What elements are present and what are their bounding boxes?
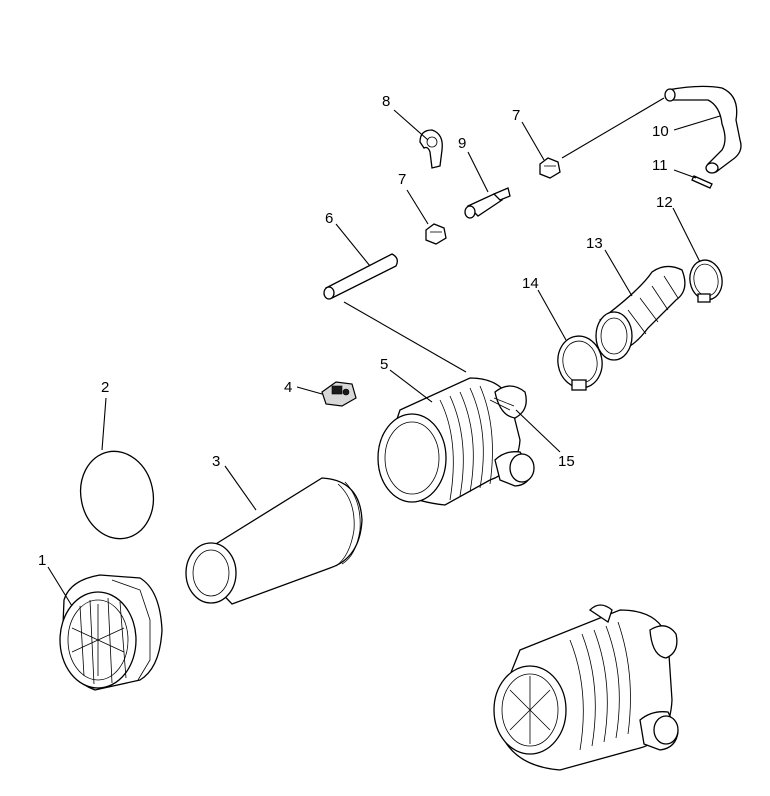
part-5-housing[interactable] bbox=[377, 377, 535, 506]
part-11-pin[interactable] bbox=[691, 175, 713, 189]
callout-11: 11 bbox=[652, 157, 668, 174]
part-14-clamp[interactable] bbox=[554, 333, 606, 392]
part-4-sensor[interactable] bbox=[321, 381, 357, 407]
callout-6: 6 bbox=[325, 210, 333, 227]
part-7-clip-lower[interactable] bbox=[425, 223, 447, 245]
part-7-clip-upper[interactable] bbox=[539, 157, 561, 179]
callout-10: 10 bbox=[652, 123, 669, 140]
part-13-inlet-hose[interactable] bbox=[595, 265, 686, 361]
part-1-end-cover[interactable] bbox=[59, 574, 163, 691]
callout-7-lower: 7 bbox=[398, 171, 406, 188]
callout-14: 14 bbox=[522, 275, 539, 292]
part-10-bent-hose[interactable] bbox=[664, 85, 742, 174]
callout-4: 4 bbox=[284, 379, 292, 396]
part-15-band[interactable] bbox=[489, 397, 515, 411]
callout-12: 12 bbox=[656, 194, 673, 211]
callout-8: 8 bbox=[382, 93, 390, 110]
callout-7-upper: 7 bbox=[512, 107, 520, 124]
callout-2: 2 bbox=[101, 379, 109, 396]
leader-lines bbox=[47, 97, 721, 607]
part-3-filter-element[interactable] bbox=[185, 477, 363, 605]
assembled-view bbox=[493, 604, 679, 771]
callout-15: 15 bbox=[558, 453, 575, 470]
callout-9: 9 bbox=[458, 135, 466, 152]
callout-labels: 1 2 3 4 5 6 7 7 8 9 10 11 12 13 14 15 bbox=[38, 93, 673, 569]
callout-3: 3 bbox=[212, 453, 220, 470]
callout-13: 13 bbox=[586, 235, 603, 252]
part-9-connector[interactable] bbox=[464, 187, 511, 219]
part-2-seal[interactable] bbox=[73, 444, 162, 545]
part-8-bracket[interactable] bbox=[419, 129, 443, 169]
callout-1: 1 bbox=[38, 552, 46, 569]
callout-5: 5 bbox=[380, 356, 388, 373]
part-6-tube[interactable] bbox=[323, 253, 398, 300]
part-12-clamp[interactable] bbox=[687, 258, 725, 303]
